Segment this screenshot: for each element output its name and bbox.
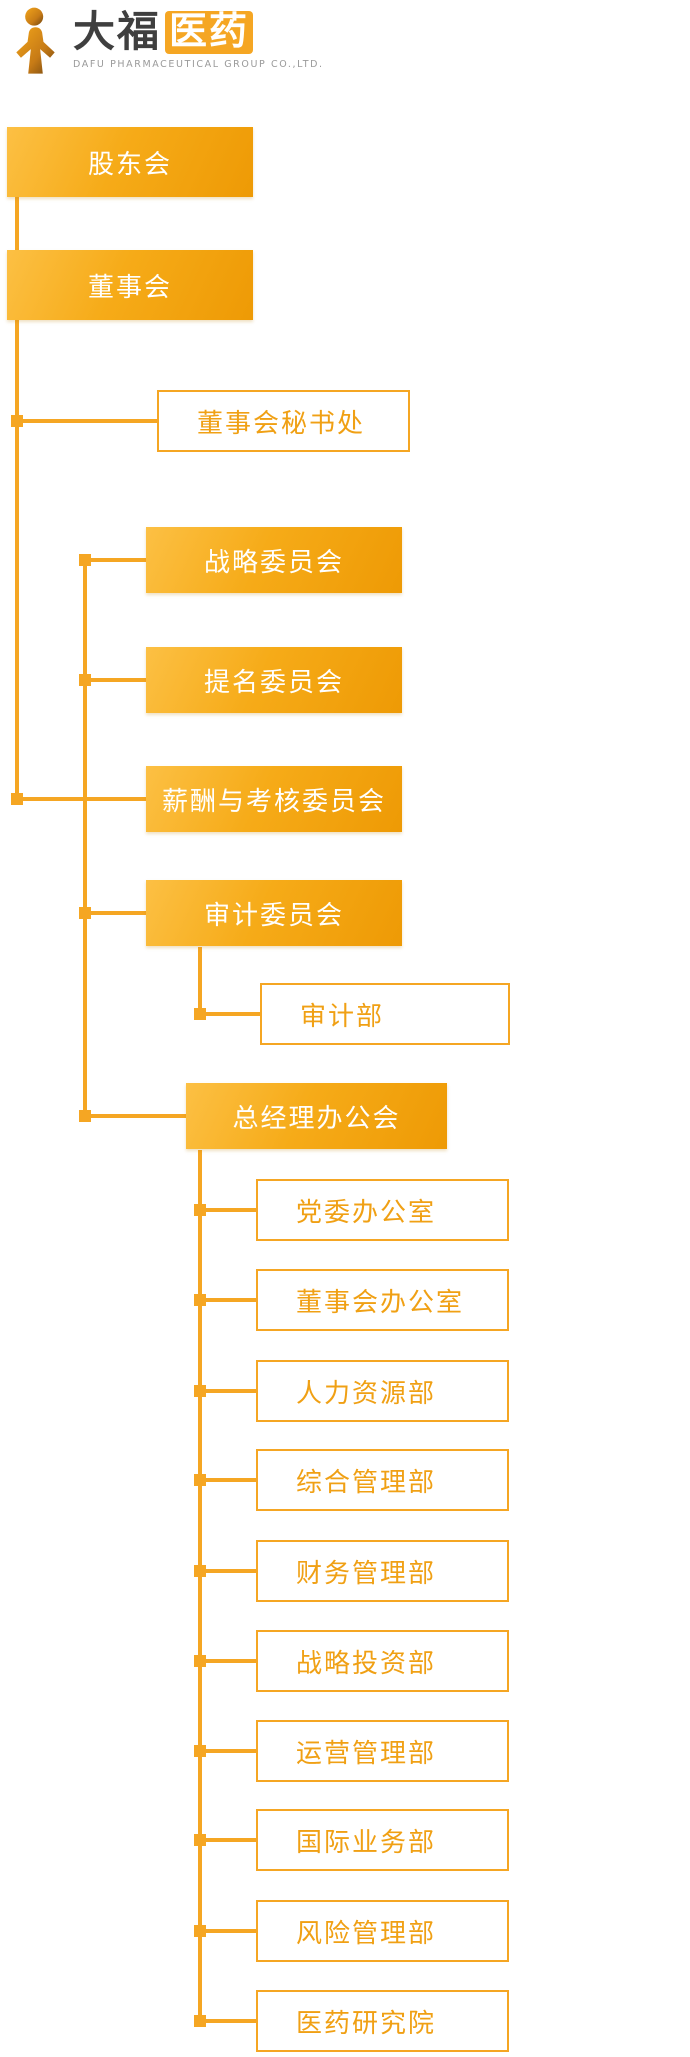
connector-line	[198, 1150, 202, 2023]
org-node-label: 综合管理部	[296, 1467, 437, 1498]
connector-line	[198, 2019, 256, 2023]
org-node-label: 审计委员会	[203, 900, 344, 931]
junction-node	[79, 674, 91, 686]
org-node-label: 人力资源部	[296, 1378, 437, 1409]
connector-line	[198, 1749, 256, 1753]
org-node-label: 股东会	[87, 149, 172, 180]
connector-line	[15, 419, 157, 423]
junction-node	[194, 1294, 206, 1306]
org-node-general-management: 综合管理部	[256, 1449, 509, 1511]
org-node-risk-management: 风险管理部	[256, 1900, 509, 1962]
org-node-label: 董事会办公室	[296, 1287, 465, 1318]
org-node-party-committee-office: 党委办公室	[256, 1179, 509, 1241]
connector-line	[198, 1012, 260, 1016]
org-node-label: 审计部	[300, 1001, 385, 1032]
junction-node	[194, 1565, 206, 1577]
junction-node	[194, 1385, 206, 1397]
org-node-label: 总经理办公会	[232, 1103, 401, 1134]
connector-line	[198, 1838, 256, 1842]
junction-node	[194, 2015, 206, 2027]
connector-line	[198, 1478, 256, 1482]
connector-line	[83, 558, 87, 1118]
org-node-label: 提名委员会	[203, 667, 344, 698]
connector-line	[83, 558, 146, 562]
junction-node	[79, 1110, 91, 1122]
org-node-gm-office: 总经理办公会	[186, 1083, 447, 1149]
org-node-audit-department: 审计部	[260, 983, 510, 1045]
org-node-board-secretariat: 董事会秘书处	[157, 390, 410, 452]
org-node-label: 医药研究院	[296, 2008, 437, 2039]
org-node-board-office: 董事会办公室	[256, 1269, 509, 1331]
org-node-shareholders: 股东会	[7, 127, 253, 197]
org-node-label: 运营管理部	[296, 1738, 437, 1769]
org-node-label: 董事会秘书处	[197, 408, 366, 439]
org-node-international-business: 国际业务部	[256, 1809, 509, 1871]
junction-node	[194, 1834, 206, 1846]
company-logo-text: 大福 医药 DAFU PHARMACEUTICAL GROUP CO.,LTD.	[73, 7, 324, 70]
org-node-label: 国际业务部	[296, 1827, 437, 1858]
org-node-label: 财务管理部	[296, 1558, 437, 1589]
connector-line	[198, 1659, 256, 1663]
company-name-primary: 大福	[73, 7, 162, 57]
junction-node	[194, 1745, 206, 1757]
org-node-label: 党委办公室	[296, 1197, 437, 1228]
org-node-operations-management: 运营管理部	[256, 1720, 509, 1782]
company-name-accent: 医药	[165, 11, 254, 54]
junction-node	[194, 1204, 206, 1216]
connector-line	[198, 1208, 256, 1212]
junction-node	[194, 1655, 206, 1667]
junction-node	[11, 793, 23, 805]
org-node-audit-committee: 审计委员会	[146, 880, 402, 946]
org-node-label: 董事会	[87, 272, 172, 303]
company-logo: 大福 医药 DAFU PHARMACEUTICAL GROUP CO.,LTD.	[11, 7, 324, 74]
org-node-strategic-investment: 战略投资部	[256, 1630, 509, 1692]
connector-line	[83, 678, 146, 682]
org-node-board: 董事会	[7, 250, 253, 320]
org-node-label: 风险管理部	[296, 1918, 437, 1949]
org-node-strategy-committee: 战略委员会	[146, 527, 402, 593]
junction-node	[79, 907, 91, 919]
company-name: 大福 医药	[73, 11, 324, 54]
org-node-label: 战略委员会	[203, 547, 344, 578]
connector-line	[83, 1114, 186, 1118]
junction-node	[79, 554, 91, 566]
junction-node	[194, 1474, 206, 1486]
org-node-remuneration-committee: 薪酬与考核委员会	[146, 766, 402, 832]
org-node-label: 薪酬与考核委员会	[161, 786, 386, 817]
org-node-nomination-committee: 提名委员会	[146, 647, 402, 713]
org-node-financial-management: 财务管理部	[256, 1540, 509, 1602]
connector-line	[83, 911, 146, 915]
connector-line	[15, 797, 146, 801]
person-figure-icon	[16, 7, 55, 74]
connector-line	[198, 1929, 256, 1933]
company-subtitle: DAFU PHARMACEUTICAL GROUP CO.,LTD.	[73, 58, 324, 70]
connector-line	[198, 1569, 256, 1573]
connector-line	[198, 1389, 256, 1393]
junction-node	[194, 1925, 206, 1937]
connector-line	[15, 197, 19, 250]
connector-line	[15, 320, 19, 801]
org-node-human-resources: 人力资源部	[256, 1360, 509, 1422]
org-node-pharma-research-institute: 医药研究院	[256, 1990, 509, 2052]
junction-node	[194, 1008, 206, 1020]
junction-node	[11, 415, 23, 427]
connector-line	[198, 1298, 256, 1302]
connector-line	[198, 947, 202, 1016]
org-node-label: 战略投资部	[296, 1648, 437, 1679]
